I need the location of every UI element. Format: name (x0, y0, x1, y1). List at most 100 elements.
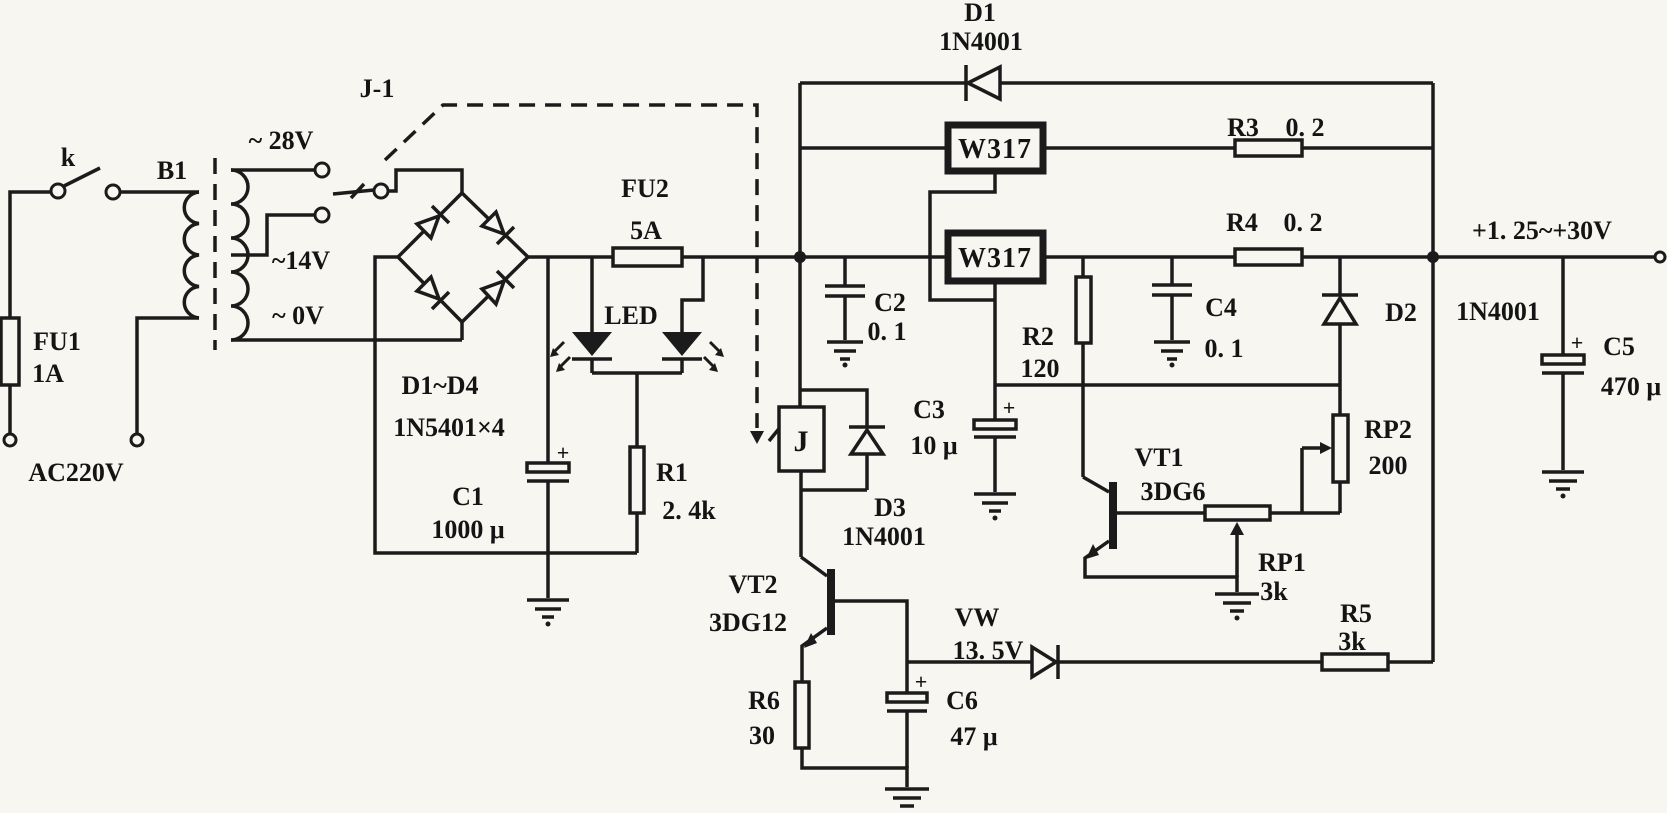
vt1-emitter-arrow (1086, 544, 1099, 559)
d3-label: D3 (874, 493, 906, 522)
tap-0v-label: ~ 0V (272, 301, 324, 330)
vw-label: VW (955, 603, 1000, 632)
contact-arm (332, 188, 375, 196)
relay-j-box (777, 405, 826, 473)
d2-label: D2 (1385, 298, 1417, 327)
vt1-label: VT1 (1134, 443, 1183, 472)
c6-value: 47 μ (950, 722, 998, 751)
c5-label: C5 (1603, 332, 1635, 361)
capacitor-c5: + C5 470 μ (1540, 257, 1661, 499)
c6-plus: + (915, 669, 928, 694)
r3-label: R3 (1227, 113, 1259, 142)
r4-value: 0. 2 (1284, 208, 1323, 237)
protection-diode-d1: D1 1N4001 (798, 0, 1435, 662)
capacitor-c3: + C3 10 μ (910, 385, 1018, 521)
c2-label: C2 (874, 288, 906, 317)
tap-14v-label: ~14V (272, 246, 331, 275)
relay-contact-j1: J-1 (332, 74, 784, 444)
c2-value: 0. 1 (868, 317, 907, 346)
resistor-r4-symbol (1233, 247, 1304, 267)
linkage-arrow-icon (750, 431, 764, 444)
fuse-fu1-symbol (0, 316, 21, 387)
vw-zener-icon (1030, 643, 1060, 681)
output-voltage-label: +1. 25~+30V (1472, 216, 1612, 245)
led-left-icon (572, 332, 612, 356)
w317-bottom-label: W317 (958, 243, 1032, 274)
primary-winding (182, 190, 200, 320)
r4-label: R4 (1226, 208, 1258, 237)
c3-label: C3 (913, 395, 945, 424)
vt1-base-bar (1109, 482, 1117, 549)
transistor-vt2: VT2 3DG12 (709, 555, 909, 682)
switch-k-label: k (61, 143, 76, 172)
capacitor-c2: C2 0. 1 (825, 257, 907, 368)
c1-label: C1 (452, 482, 484, 511)
led-right-icon (662, 332, 702, 356)
bridge-diode-ul (413, 213, 442, 242)
diode-d2: D2 1N4001 (1320, 257, 1540, 415)
ac-source-label: AC220V (28, 458, 124, 487)
rp2-wiper-arrow (1320, 442, 1332, 454)
regulator-w317-bottom: W317 R4 0. 2 (928, 171, 1323, 385)
r2-value: 120 (1021, 354, 1060, 383)
rp1-symbol (1203, 504, 1272, 522)
d1-diode-icon (964, 64, 1002, 102)
resistor-r2: R2 120 (995, 257, 1340, 477)
c4-value: 0. 1 (1205, 334, 1244, 363)
ac-terminal-1 (2, 432, 18, 448)
resistor-r1-symbol (628, 445, 646, 515)
c1-value: 1000 μ (431, 515, 505, 544)
led-indicators: LED R1 2. 4k (550, 257, 724, 553)
capacitor-c6: + C6 47 μ (885, 662, 998, 768)
r1-value: 2. 4k (662, 496, 716, 525)
rp1-value: 3k (1260, 577, 1288, 606)
main-dc-line: +1. 25~+30V (528, 216, 1667, 264)
r6-label: R6 (748, 686, 780, 715)
transformer-b1-label: B1 (157, 156, 187, 185)
c1-plus: + (557, 440, 570, 465)
tap-14v-terminal (313, 206, 331, 224)
ac-terminal-2 (129, 432, 145, 448)
bridge-name: D1~D4 (401, 371, 478, 400)
resistor-r6: R6 30 (748, 680, 929, 808)
r2-label: R2 (1022, 322, 1054, 351)
tap-28v-label: ~ 28V (249, 126, 314, 155)
relay-j-label: J (794, 425, 809, 458)
switch-k-arm (63, 166, 101, 188)
potentiometer-rp1: RP1 3k (1203, 504, 1306, 621)
zener-vw: VW 13. 5V R5 3k (907, 599, 1433, 681)
d2-diode-icon (1320, 294, 1360, 326)
relay-frame-label: J-1 (360, 74, 395, 103)
rp1-wiper-arrow (1230, 522, 1244, 535)
transformer-b1: B1 ~ 28V ~14V ~ 0V (120, 126, 462, 434)
bridge-diode-ll (413, 273, 442, 302)
d3-diode-icon (847, 426, 887, 456)
transistor-vt1: VT1 3DG6 (1082, 443, 1239, 592)
regulator-w317-top: W317 R3 0. 2 (800, 113, 1433, 175)
adj-link (928, 171, 997, 385)
c3-plus: + (1003, 395, 1016, 420)
d2-value: 1N4001 (1456, 297, 1540, 326)
fu2-value: 5A (630, 216, 662, 245)
ac-input-section: k FU1 1A AC220V (0, 143, 145, 487)
w317-top-label: W317 (958, 134, 1032, 165)
d1-value: 1N4001 (939, 27, 1023, 56)
rp2-label: RP2 (1364, 415, 1412, 444)
resistor-r5-symbol (1320, 652, 1390, 672)
led-label: LED (604, 301, 657, 330)
switch-k-contact-right (104, 183, 122, 201)
bridge-diode-lr (478, 278, 507, 308)
d1-label: D1 (964, 0, 996, 27)
r3-value: 0. 2 (1286, 113, 1325, 142)
c5-plus: + (1571, 330, 1584, 355)
vt2-emitter-arrow (804, 633, 817, 648)
c4-label: C4 (1205, 293, 1237, 322)
vt2-label: VT2 (728, 570, 777, 599)
w317-bottom-box (944, 229, 1047, 285)
r6-value: 30 (749, 721, 775, 750)
tap-28v-terminal (313, 161, 331, 179)
output-terminal (1653, 250, 1667, 264)
tap-14v-wire (231, 213, 315, 257)
fuse-fu2: FU2 5A (611, 174, 684, 268)
